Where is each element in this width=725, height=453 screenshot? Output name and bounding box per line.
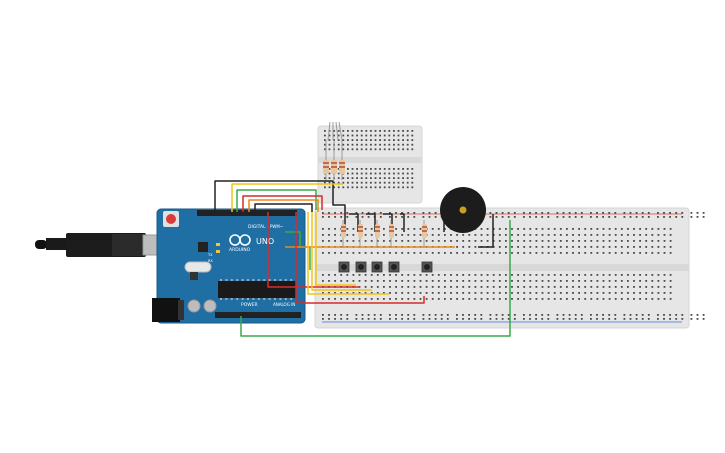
wire-yellow-3[interactable] — [307, 212, 389, 295]
wire-green-bottom[interactable] — [240, 220, 511, 337]
wires[interactable] — [214, 180, 511, 337]
pwm-header-label: PWM~ — [270, 224, 283, 229]
jumper-black-buzzer[interactable] — [478, 214, 494, 248]
board-model-label: UNO — [256, 237, 274, 246]
pushbuttons[interactable] — [338, 261, 433, 273]
arduino-infinity-logo — [229, 234, 251, 246]
power-header-label: POWER — [241, 302, 258, 308]
small-breadboard[interactable] — [317, 125, 423, 204]
wire-black-2[interactable] — [254, 203, 313, 212]
analog-header-label: ANALOG IN — [273, 302, 295, 307]
wire-orange-top[interactable] — [248, 199, 319, 212]
wire-red-bottom[interactable] — [295, 212, 425, 304]
wire-yellow-top[interactable] — [231, 183, 343, 212]
wire-yellow-2[interactable] — [311, 212, 372, 291]
wire-red-top[interactable] — [242, 195, 323, 212]
jumper-black-4[interactable] — [400, 213, 405, 232]
arduino-brand-label: ARDUINO — [229, 247, 251, 253]
resistors-main-board[interactable] — [341, 220, 427, 248]
piezo-buzzer[interactable] — [440, 187, 486, 233]
digital-header-label: DIGITAL — [248, 224, 266, 230]
wire-yellow-1[interactable] — [315, 212, 356, 286]
arduino-uno-board[interactable]: ARDUINO UNO DIGITAL PWM~ TX RX POWER ANA… — [152, 208, 306, 324]
tx-label: TX — [207, 253, 213, 257]
rx-label: RX — [208, 259, 213, 263]
wire-black-top[interactable] — [214, 180, 346, 232]
reset-button[interactable] — [166, 214, 176, 224]
wire-red-mid[interactable] — [267, 212, 360, 288]
usb-cable[interactable] — [35, 233, 164, 257]
rgb-led[interactable] — [327, 121, 343, 141]
resistors-small-board[interactable] — [323, 121, 345, 180]
